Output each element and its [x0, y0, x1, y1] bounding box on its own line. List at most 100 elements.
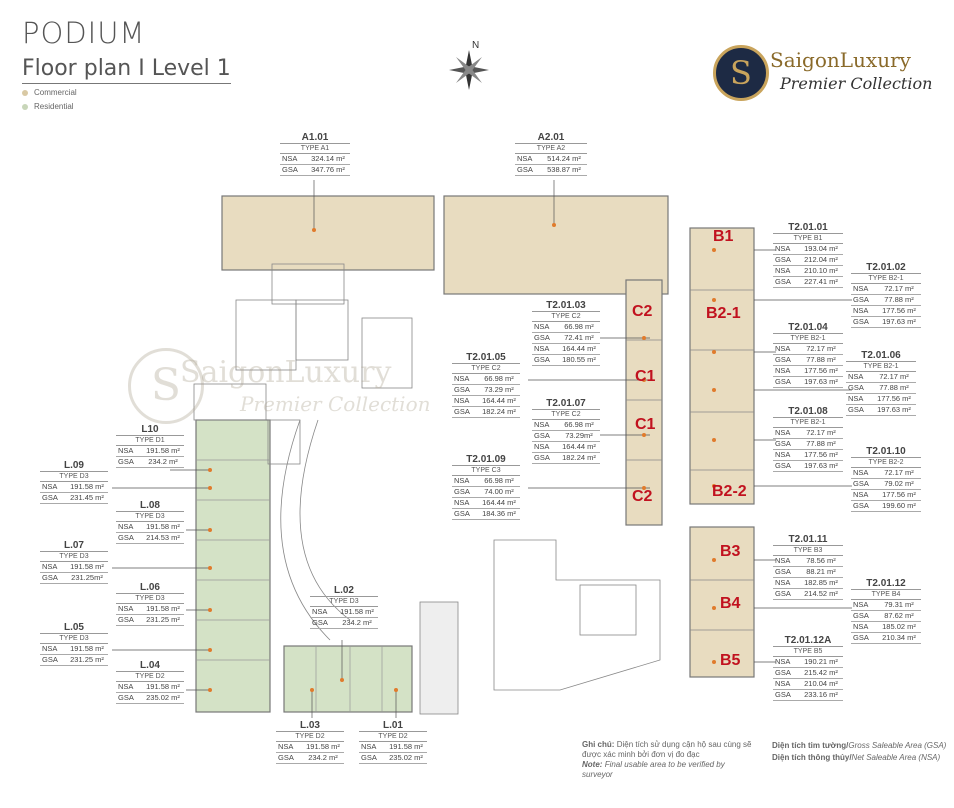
- unit-tag-row-value: 191.58 m²: [146, 446, 180, 455]
- unit-tag-row-label: GSA: [42, 655, 58, 664]
- unit-tag-row-value: 538.87 m²: [547, 165, 581, 174]
- unit-tag-type: TYPE B2-1: [851, 274, 921, 284]
- unit-label-b2-2: B2-2: [712, 483, 747, 500]
- unit-tag-row-label: GSA: [118, 533, 134, 542]
- tower-b-block-lower[interactable]: [689, 526, 755, 678]
- unit-tag-row-value: 235.02 m²: [146, 693, 180, 702]
- unit-tag-row-value: 72.17 m²: [884, 468, 914, 477]
- unit-tag-row-value: 74.00 m²: [484, 487, 514, 496]
- unit-tag-row-label: NSA: [775, 244, 791, 253]
- unit-tag-type: TYPE D3: [116, 594, 184, 604]
- unit-tag-row-value: 233.16 m²: [804, 690, 838, 699]
- unit-tag-row-label: NSA: [775, 344, 791, 353]
- unit-tag-row-label: NSA: [517, 154, 533, 163]
- unit-tag-row-label: NSA: [278, 742, 294, 751]
- unit-tag-row-value: 191.58 m²: [389, 742, 423, 751]
- unit-tag-row-label: GSA: [848, 383, 864, 392]
- unit-tag-row-value: 231.25 m²: [70, 655, 104, 664]
- unit-tag-row-value: 164.44 m²: [562, 442, 596, 451]
- unit-tag-type: TYPE C2: [532, 312, 600, 322]
- unit-tag-row-value: 66.98 m²: [484, 374, 514, 383]
- unit-tag-row-value: 514.24 m²: [547, 154, 581, 163]
- note-nsa-vn: Diện tích thông thủy/: [772, 753, 852, 762]
- unit-a1-01[interactable]: [221, 195, 435, 271]
- residential-block-horizontal[interactable]: [283, 645, 413, 713]
- unit-tag-row-value: 197.63 m²: [877, 405, 911, 414]
- unit-tag-row: NSA 72.17 m²: [846, 372, 916, 383]
- unit-tag-code: L.05: [40, 622, 108, 634]
- residential-block-vertical[interactable]: [195, 419, 271, 713]
- unit-tag-row-value: 177.56 m²: [882, 490, 916, 499]
- unit-tag-row-label: GSA: [118, 615, 134, 624]
- unit-tag-row-label: GSA: [118, 693, 134, 702]
- unit-tag-row-value: 77.88 m²: [806, 355, 836, 364]
- unit-tag-code: L.01: [359, 720, 427, 732]
- unit-tag-row-value: 210.10 m²: [804, 266, 838, 275]
- unit-tag-row-value: 199.60 m²: [882, 501, 916, 510]
- unit-tag-code: T2.01.03: [532, 300, 600, 312]
- unit-tag-row-value: 87.62 m²: [884, 611, 914, 620]
- unit-tag-row-label: GSA: [42, 573, 58, 582]
- unit-label-c2-bottom: C2: [632, 488, 653, 505]
- unit-tag-code: L.03: [276, 720, 344, 732]
- unit-tag-code: T2.01.01: [773, 222, 843, 234]
- unit-tag-row-label: NSA: [853, 490, 869, 499]
- unit-tag-row-value: 214.53 m²: [146, 533, 180, 542]
- tower-c-block[interactable]: [625, 279, 663, 526]
- unit-a2-01[interactable]: [443, 195, 669, 295]
- unit-tag-type: TYPE B2-1: [846, 362, 916, 372]
- unit-label-b1: B1: [713, 228, 734, 245]
- unit-tag-type: TYPE B1: [773, 234, 843, 244]
- unit-tag-row-label: GSA: [118, 457, 134, 466]
- unit-tag-type: TYPE D3: [40, 552, 108, 562]
- unit-tag-row: NSA 514.24 m²: [515, 154, 587, 165]
- unit-tag-row-value: 72.17 m²: [879, 372, 909, 381]
- unit-tag-row-value: 184.36 m²: [482, 509, 516, 518]
- unit-tag-row-value: 191.58 m²: [70, 482, 104, 491]
- unit-tag-row-value: 77.88 m²: [884, 295, 914, 304]
- unit-tag-code: L.08: [116, 500, 184, 512]
- unit-tag-row-label: GSA: [278, 753, 294, 762]
- unit-tag-row-value: 214.52 m²: [804, 589, 838, 598]
- unit-tag-row-value: 78.56 m²: [806, 556, 836, 565]
- unit-tag-row-label: GSA: [853, 501, 869, 510]
- unit-tag-code: L10: [116, 424, 184, 436]
- unit-tag-row-label: NSA: [775, 657, 791, 666]
- unit-tag-type: TYPE D2: [116, 672, 184, 682]
- unit-tag-row-value: 215.42 m²: [804, 668, 838, 677]
- unit-tag-row-label: NSA: [118, 446, 134, 455]
- unit-tag-row-label: NSA: [853, 622, 869, 631]
- legend-residential: Residential: [22, 102, 74, 111]
- unit-tag-row-value: 191.58 m²: [306, 742, 340, 751]
- unit-tag-row-value: 197.63 m²: [804, 461, 838, 470]
- unit-tag-row-label: GSA: [775, 668, 791, 677]
- unit-tag-row-label: NSA: [848, 372, 864, 381]
- unit-tag-row-label: NSA: [775, 428, 791, 437]
- unit-tag-row-label: NSA: [454, 476, 470, 485]
- unit-tag-type: TYPE A1: [280, 144, 350, 154]
- unit-tag-row: GSA 214.53 m²: [116, 533, 184, 544]
- tower-b-block-upper[interactable]: [689, 227, 755, 505]
- unit-tag-row-label: GSA: [517, 165, 533, 174]
- unit-tag-row-value: 66.98 m²: [564, 420, 594, 429]
- unit-tag-row-value: 88.21 m²: [806, 567, 836, 576]
